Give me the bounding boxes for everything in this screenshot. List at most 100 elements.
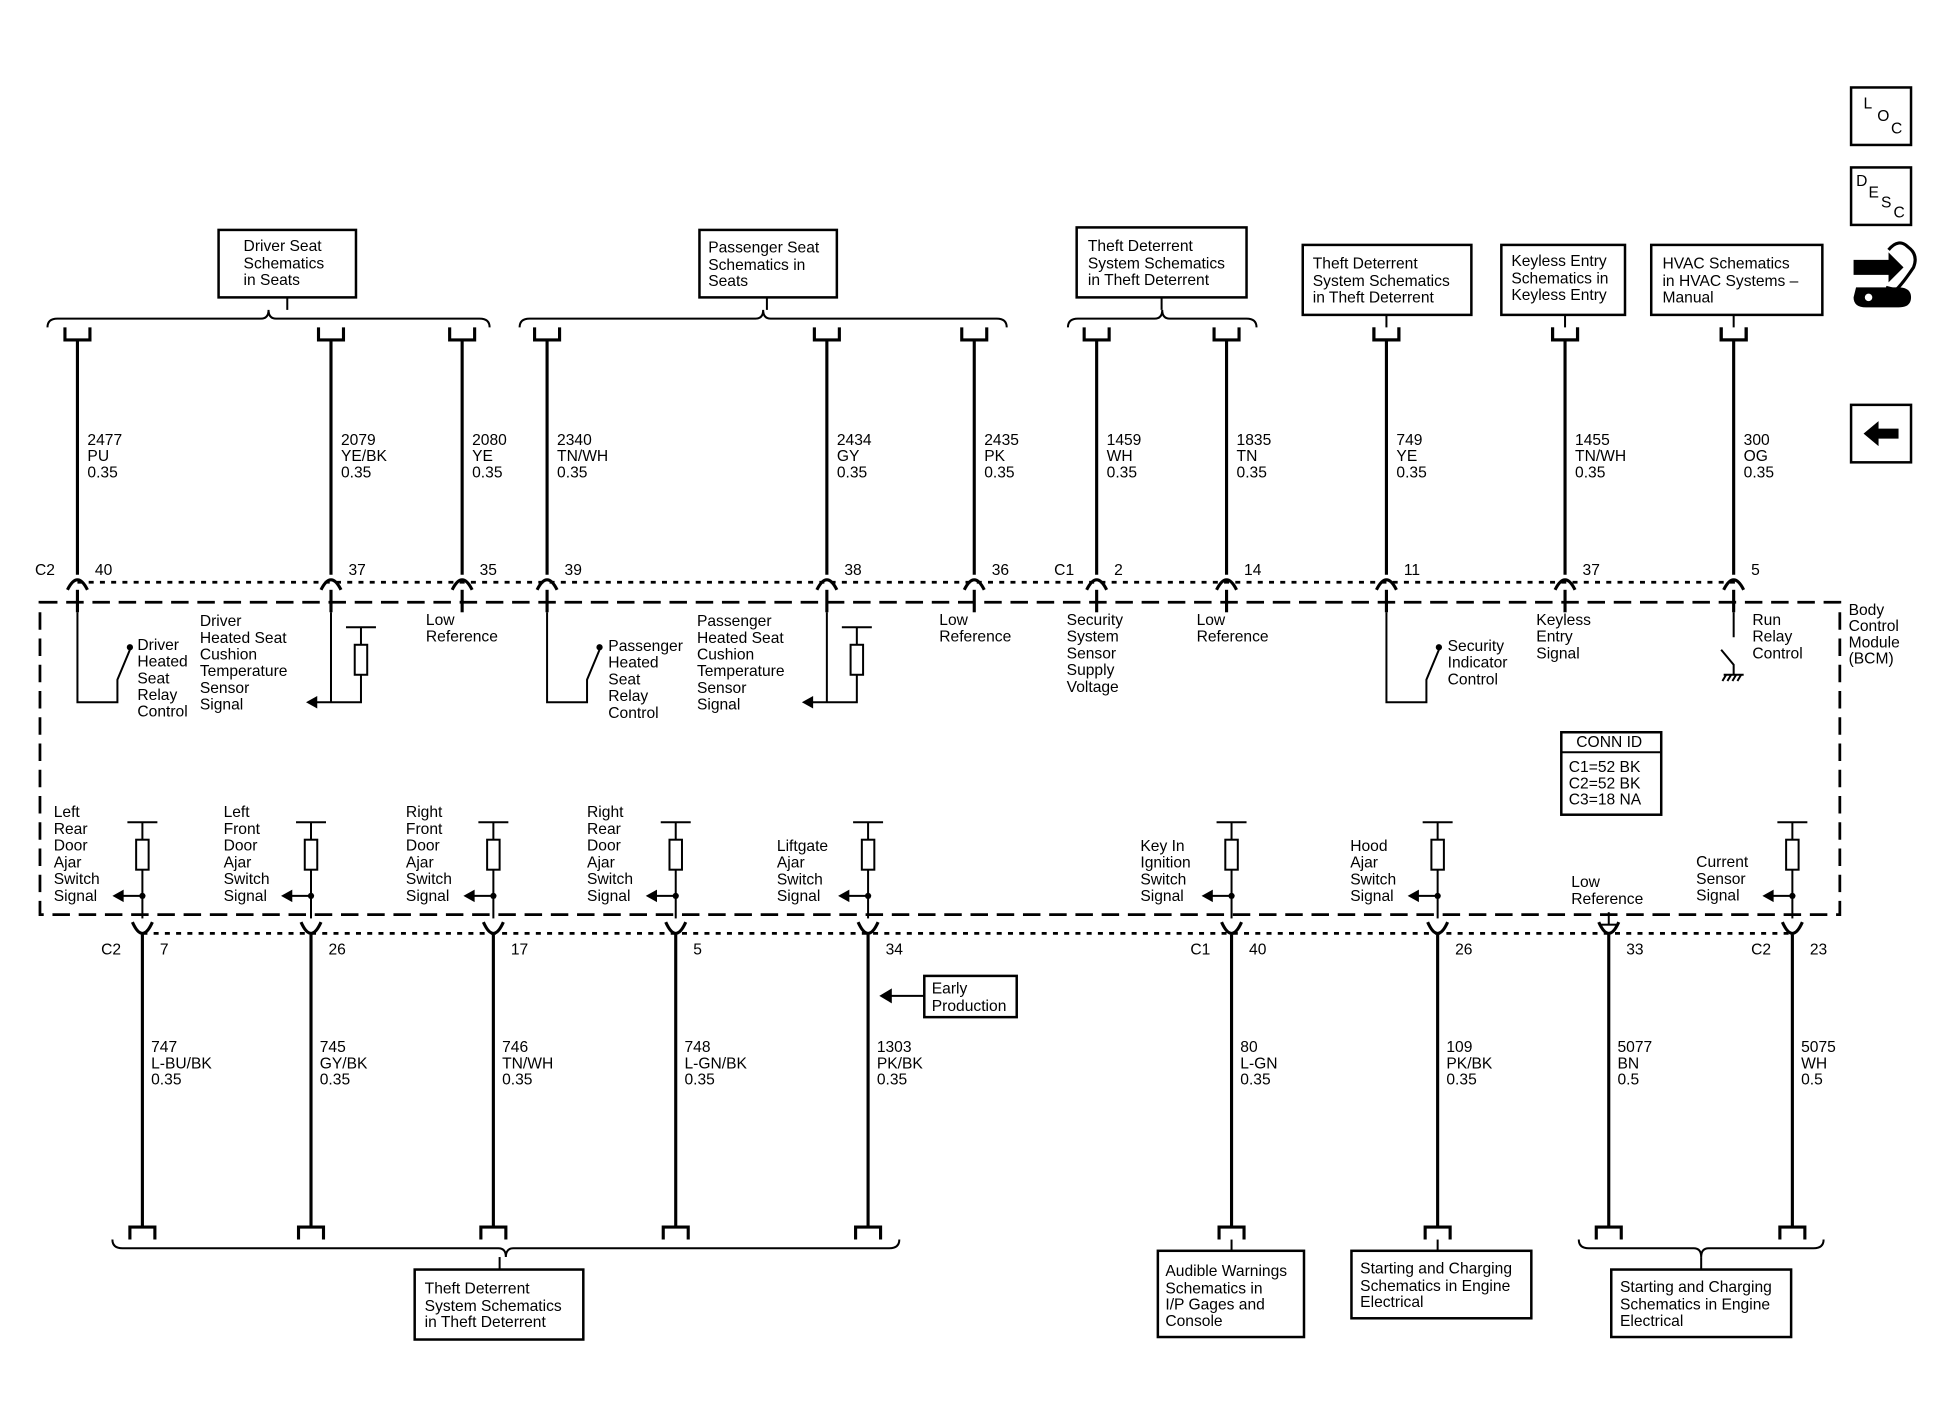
hand-wrench-icon[interactable] (1853, 241, 1917, 308)
circuit-function-label: Temperature (697, 663, 785, 680)
top-wire-pin-2-c1: 1459WH0.352C1SecuritySystemSensorSupplyV… (1054, 327, 1141, 696)
circuit-function-label: Ajar (406, 854, 434, 871)
connector-stub (1719, 327, 1748, 342)
ref-box-theft-deterrent-2[interactable]: Theft Deterrent System Schematics in The… (1301, 243, 1473, 317)
pin-terminal (299, 921, 323, 935)
circuit-number: 1455 (1575, 432, 1610, 449)
wire-gauge: 0.35 (1107, 464, 1138, 481)
svg-text:in Seats: in Seats (244, 272, 301, 289)
connector-stub (1423, 1225, 1452, 1240)
circuit-function-label: Relay (137, 687, 177, 704)
security-indicator-relay-switch (1385, 612, 1443, 704)
connector-stub (128, 1225, 157, 1240)
top-wire-pin-39: 2340TN/WH0.3539PassengerHeatedSeatRelayC… (533, 327, 683, 722)
wire-color: TN/WH (502, 1055, 553, 1072)
circuit-function-label: Security (1448, 638, 1505, 655)
bcm-module-outline (38, 600, 1842, 917)
circuit-function-label: Switch (1140, 871, 1186, 888)
svg-text:HVAC Schematics: HVAC Schematics (1662, 256, 1789, 273)
pin-terminal (1553, 578, 1577, 591)
circuit-function-label: Passenger (608, 638, 683, 655)
wire-color: YE (472, 448, 493, 465)
circuit-function-label: Signal (777, 888, 820, 905)
wire-color: PU (87, 448, 109, 465)
circuit-number: 5075 (1801, 1039, 1836, 1056)
connector-stub (1550, 327, 1580, 342)
circuit-function-label: Ajar (54, 854, 82, 871)
pin-terminal (1426, 921, 1450, 935)
wire-color: WH (1107, 448, 1133, 465)
circuit-function-label: Supply (1067, 662, 1115, 679)
loc-button[interactable]: L O C (1849, 86, 1913, 147)
connector-stub (63, 327, 92, 342)
svg-text:Audible Warnings: Audible Warnings (1165, 1263, 1287, 1280)
svg-text:Seats: Seats (708, 273, 748, 290)
circuit-function-label: Door (224, 838, 258, 855)
connector-stub (1550, 327, 1580, 342)
svg-text:C: C (1891, 121, 1902, 138)
circuit-function-label: Signal (406, 888, 449, 905)
circuit-function-label: Switch (224, 871, 270, 888)
wire-gauge: 0.35 (1396, 464, 1427, 481)
svg-text:CONN ID: CONN ID (1576, 734, 1642, 751)
circuit-function-label: Front (224, 821, 261, 838)
circuit-function-label: Cushion (697, 647, 754, 664)
svg-text:Keyless Entry: Keyless Entry (1511, 253, 1607, 270)
circuit-function-label: Temperature (200, 663, 288, 680)
connector-stub (854, 1225, 883, 1240)
circuit-function-label: Ignition (1140, 855, 1190, 872)
ref-box-keyless-entry[interactable]: Keyless Entry Schematics in Keyless Entr… (1500, 243, 1627, 317)
circuit-function-label: Control (137, 704, 187, 721)
circuit-function-label: System (1067, 629, 1119, 646)
ref-box-starting-charging-1[interactable]: Starting and Charging Schematics in Engi… (1350, 1249, 1533, 1320)
circuit-function-label: Switch (1350, 871, 1396, 888)
wire-gauge: 0.35 (877, 1072, 908, 1089)
ref-box-theft-deterrent-1[interactable]: Theft Deterrent System Schematics in The… (1075, 226, 1248, 299)
circuit-function-label: Sensor (1067, 645, 1116, 662)
wire-gauge: 0.35 (684, 1072, 715, 1089)
circuit-function-label: Low (939, 612, 968, 629)
pin-number: 2 (1114, 562, 1123, 579)
circuit-function-label: Left (224, 804, 251, 821)
pullup-resistor (1785, 838, 1800, 871)
ref-box-audible-warnings[interactable]: Audible Warnings Schematics in I/P Gages… (1156, 1249, 1306, 1339)
pin-number: 5 (693, 942, 702, 959)
pin-number: 26 (1455, 942, 1472, 959)
pin-number: 17 (511, 942, 528, 959)
circuit-function-label: Hood (1350, 838, 1387, 855)
wire-gauge: 0.5 (1618, 1072, 1640, 1089)
desc-button[interactable]: D E S C (1849, 166, 1913, 227)
svg-text:in Theft Deterrent: in Theft Deterrent (1088, 272, 1210, 289)
wire-gauge: 0.35 (1240, 1072, 1271, 1089)
circuit-number: 745 (320, 1039, 346, 1056)
svg-text:S: S (1881, 194, 1891, 211)
harness-brace-starting-charging-2 (1577, 1239, 1825, 1258)
ref-box-passenger-seat[interactable]: Passenger Seat Schematics in Seats (698, 228, 839, 299)
wire-color: L-GN (1240, 1055, 1277, 1072)
ref-box-starting-charging-2[interactable]: Starting and Charging Schematics in Engi… (1610, 1268, 1793, 1339)
wire-color: PK/BK (1446, 1055, 1493, 1072)
pin-number: 23 (1810, 942, 1827, 959)
svg-text:Electrical: Electrical (1360, 1294, 1423, 1311)
run-relay-control-switch (1720, 612, 1744, 682)
wire-color: YE/BK (341, 448, 388, 465)
wire-gauge: 0.35 (1237, 464, 1268, 481)
circuit-function-label: Signal (54, 888, 97, 905)
svg-text:Theft Deterrent: Theft Deterrent (1313, 256, 1419, 273)
back-button[interactable] (1849, 403, 1913, 464)
connector-stub (1372, 327, 1401, 342)
circuit-function-label: Door (406, 838, 440, 855)
connector-stub (1594, 1225, 1623, 1240)
ref-box-theft-deterrent-bottom[interactable]: Theft Deterrent System Schematics in The… (413, 1268, 585, 1341)
switch-contact (1385, 612, 1440, 704)
bcm-module-label: Body Control Module (BCM) (1849, 602, 1900, 668)
pin-number: 36 (992, 562, 1009, 579)
connector-id: C2 (35, 562, 55, 579)
connector-id: C1 (1054, 562, 1074, 579)
ref-box-driver-seat[interactable]: Driver Seat Schematics in Seats (217, 228, 358, 299)
svg-text:System Schematics: System Schematics (1088, 256, 1225, 273)
ref-box-hvac[interactable]: HVAC Schematics in HVAC Systems – Manual (1649, 243, 1824, 317)
svg-text:Schematics: Schematics (244, 256, 325, 273)
